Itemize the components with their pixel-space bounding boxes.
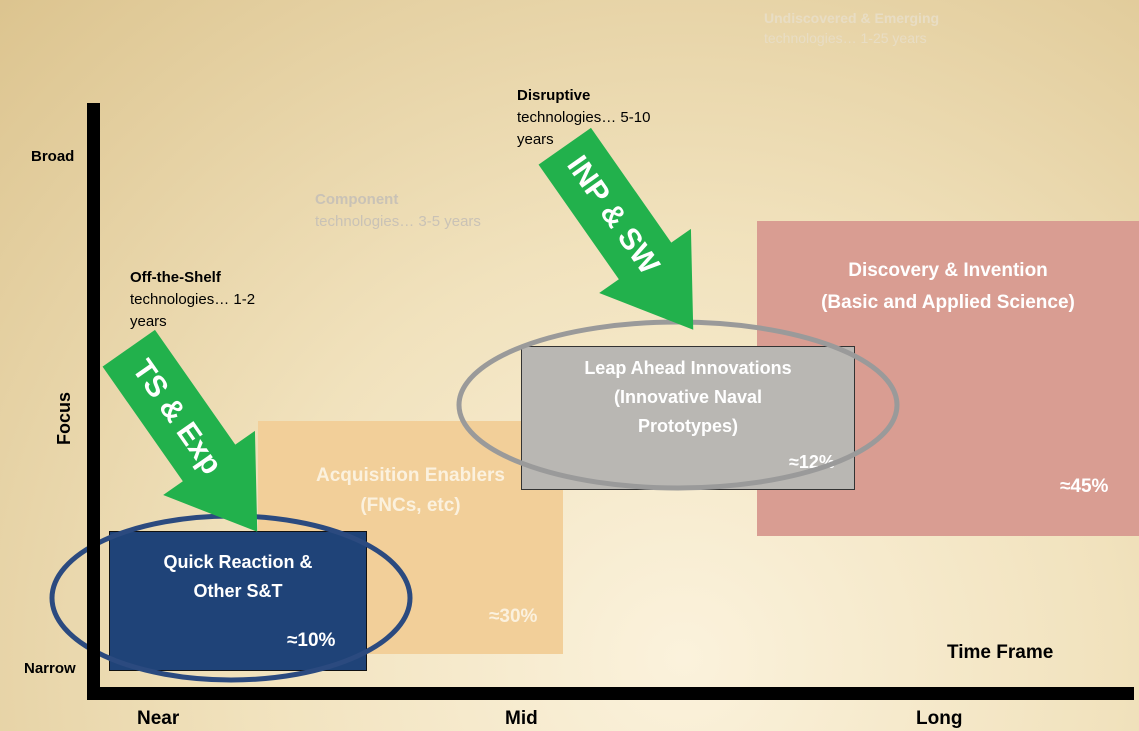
undiscovered-label: Undiscovered & Emerging technologies… 1-… <box>764 8 1004 48</box>
y-axis-line <box>87 103 100 700</box>
y-axis-title: Focus <box>54 391 75 446</box>
quick-reaction-box: Quick Reaction & Other S&T <box>109 531 367 671</box>
quick-ellipse <box>49 513 413 683</box>
x-axis-line <box>87 687 1134 700</box>
y-axis-bottom-label: Narrow <box>24 660 76 677</box>
discovery-line2: (Basic and Applied Science) <box>821 292 1075 313</box>
disruptive-label: Disruptive technologies… 5-10 years <box>517 85 687 151</box>
component-sub: technologies… 3-5 years <box>315 213 481 230</box>
quick-percent: ≈10% <box>287 630 336 651</box>
ts-arrow: TS & Exp <box>102 329 258 532</box>
offshelf-sub: technologies… 1-2 years <box>130 291 256 330</box>
offshelf-label: Off-the-Shelf technologies… 1-2 years <box>130 267 290 333</box>
leap-line2: (Innovative Naval <box>613 387 763 407</box>
quick-line2: Other S&T <box>193 581 283 601</box>
quick-line1: Quick Reaction & <box>163 552 313 572</box>
leap-line3: Prototypes) <box>637 416 738 436</box>
component-title: Component <box>315 191 399 208</box>
disruptive-title: Disruptive <box>517 87 591 104</box>
x-tick-near: Near <box>137 708 180 729</box>
discovery-percent: ≈45% <box>1060 476 1109 497</box>
leap-ellipse <box>456 319 900 491</box>
discovery-line1: Discovery & Invention <box>848 260 1048 281</box>
acquisition-percent: ≈30% <box>489 606 538 627</box>
acquisition-line2: (FNCs, etc) <box>360 495 461 516</box>
component-label: Component technologies… 3-5 years <box>315 189 485 233</box>
y-axis-top-label: Broad <box>31 148 75 165</box>
x-axis-title: Time Frame <box>947 642 1054 663</box>
x-tick-long: Long <box>916 708 963 729</box>
disruptive-sub: technologies… 5-10 years <box>517 109 651 148</box>
acquisition-line1: Acquisition Enablers <box>316 465 505 486</box>
x-tick-mid: Mid <box>505 708 538 729</box>
leap-line1: Leap Ahead Innovations <box>584 358 792 378</box>
undiscovered-sub: technologies… 1-25 years <box>764 30 927 46</box>
offshelf-title: Off-the-Shelf <box>130 269 221 286</box>
undiscovered-title: Undiscovered & Emerging <box>764 10 940 26</box>
